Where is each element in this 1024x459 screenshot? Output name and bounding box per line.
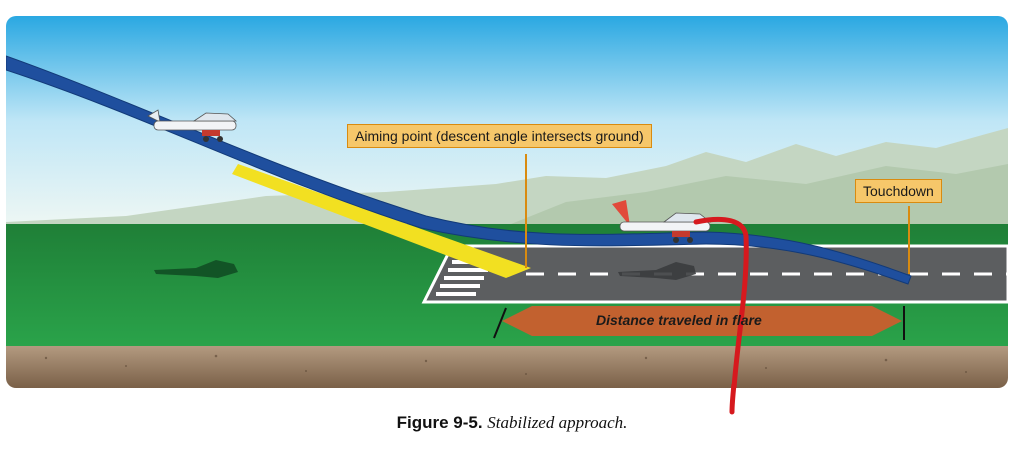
soil-strip <box>6 346 1008 388</box>
flare-distance-label: Distance traveled in flare <box>596 312 762 328</box>
flare-distance-arrow <box>502 306 902 336</box>
caption-label: Figure 9-5. <box>396 413 483 432</box>
aiming-point-callout: Aiming point (descent angle intersects g… <box>347 124 652 148</box>
descent-angle-wedge <box>232 164 531 278</box>
flare-start-tick <box>493 307 507 339</box>
plane-shadow-runway <box>618 262 696 280</box>
airplane-approach <box>147 109 238 142</box>
glide-path-ribbon <box>6 55 912 285</box>
approach-illustration <box>6 16 1008 388</box>
caption-text: Stabilized approach. <box>487 413 628 432</box>
red-pen-tail <box>729 384 737 415</box>
red-pen-mark <box>693 216 749 388</box>
plane-shadow-grass <box>154 260 238 278</box>
figure-caption: Figure 9-5. Stabilized approach. <box>0 413 1024 433</box>
touchdown-callout: Touchdown <box>855 179 942 203</box>
